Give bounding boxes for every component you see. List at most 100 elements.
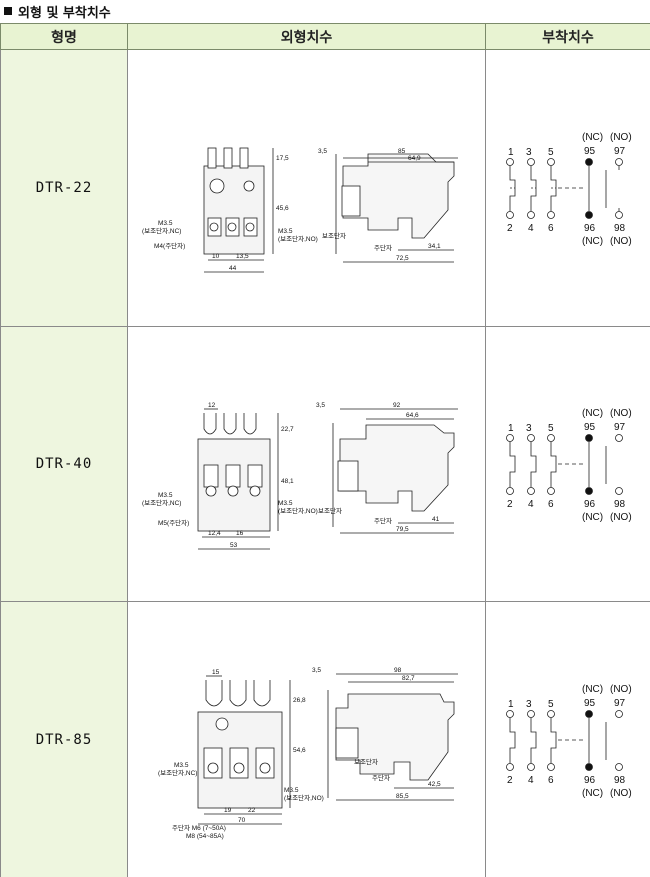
terminal-3-label: 3: [526, 147, 532, 158]
label-main-terminal: 주단자 M6 (7~50A): [172, 823, 226, 832]
table-header-row: 형명 외형치수 부착치수: [0, 23, 650, 50]
dim-base-2: 85,5: [396, 793, 409, 800]
wiring-diagram: 1 3 5 (NC) (NO) 95 97: [506, 408, 632, 523]
label-aux-no-note: (보조단자,NO): [278, 234, 318, 243]
nc-bottom-label: (NC): [582, 512, 603, 523]
front-view: [197, 675, 291, 825]
aux-95-label: 95: [584, 146, 596, 157]
circuit-lines: [506, 710, 623, 771]
dim-length: 85: [398, 148, 406, 155]
dim-top: 22,7: [281, 426, 294, 433]
wiring-diagram-cell: 1 3 5 (NC) (NO) 95 97: [485, 601, 650, 877]
label-aux-no-note: (보조단자,NO): [284, 793, 324, 802]
dim-top: 17,5: [276, 155, 289, 162]
dim-inner: 64,6: [406, 412, 419, 419]
label-main-terminal-2: M8 (54~85A): [186, 833, 224, 840]
wiring-diagram-cell: 1 3 5 (NC) (NO) 95 97: [485, 326, 650, 602]
dim-inner: 64,9: [408, 155, 421, 162]
terminal-5-label: 5: [548, 147, 554, 158]
label-main-terminal: M5(주단자): [158, 518, 189, 527]
dim-offset: 3,5: [316, 402, 325, 409]
label-aux-nc-note: (보조단자,NC): [142, 498, 181, 507]
terminal-5-label: 5: [548, 423, 554, 434]
model-cell: DTR-85: [0, 601, 128, 877]
dim-offset: 3,5: [312, 667, 321, 674]
front-view: [203, 147, 274, 273]
dim-width: 44: [229, 265, 237, 272]
terminal-5-label: 5: [548, 699, 554, 710]
outline-drawing-cell: 12 22,7 48,1 M3.5 (보조단자,NC) M3.5 (보조단자,N…: [127, 326, 486, 602]
aux-98-label: 98: [614, 223, 626, 234]
terminal-1-label: 1: [508, 147, 514, 158]
circuit-lines: [506, 158, 623, 219]
dim-width: 70: [238, 817, 246, 824]
aux-95-label: 95: [584, 698, 596, 709]
dim-pitch-1: 10: [212, 253, 220, 260]
dimension-table: 형명 외형치수 부착치수 DTR-22: [0, 23, 650, 877]
terminal-4-label: 4: [528, 499, 534, 510]
dim-base-1: 41: [432, 516, 440, 523]
wiring-diagram-cell: 1 3 5 (NC) (NO) 95 97: [485, 49, 650, 327]
side-view: [327, 673, 458, 801]
terminal-2-label: 2: [507, 775, 513, 786]
model-cell: DTR-22: [0, 49, 128, 327]
outline-drawing: 15 26,8 54,6 M3.5 (보조단자,NC) M3.5 (보조단자,N…: [158, 667, 458, 840]
label-aux-nc: M3.5: [174, 762, 189, 769]
aux-96-label: 96: [584, 499, 596, 510]
dim-width: 53: [230, 542, 238, 549]
terminal-6-label: 6: [548, 223, 554, 234]
dim-length: 98: [394, 667, 402, 674]
terminal-3-label: 3: [526, 423, 532, 434]
label-aux-no: M3.5: [284, 787, 299, 794]
nc-top-label: (NC): [582, 132, 603, 143]
label-aux-nc: M3.5: [158, 220, 173, 227]
dim-pitch-2: 13,5: [236, 253, 249, 260]
label-aux-side: 보조단자: [354, 757, 378, 766]
aux-96-label: 96: [584, 775, 596, 786]
aux-98-label: 98: [614, 499, 626, 510]
terminal-3-label: 3: [526, 699, 532, 710]
label-aux-no: M3.5: [278, 500, 293, 507]
front-view: [197, 408, 279, 550]
dim-height: 54,6: [293, 747, 306, 754]
no-bottom-label: (NO): [610, 512, 632, 523]
terminal-4-label: 4: [528, 223, 534, 234]
nc-bottom-label: (NC): [582, 236, 603, 247]
table-row: DTR-22 17,5: [0, 49, 650, 327]
dim-top: 26,8: [293, 697, 306, 704]
aux-96-label: 96: [584, 223, 596, 234]
label-main-side: 주단자: [374, 516, 392, 525]
section-heading: 외형 및 부착치수: [4, 1, 111, 21]
wiring-diagram: 1 3 5 (NC) (NO) 95 97: [506, 132, 632, 247]
label-main-side: 주단자: [374, 243, 392, 252]
dim-base-2: 72,5: [396, 255, 409, 262]
aux-95-label: 95: [584, 422, 596, 433]
dim-offset: 3,5: [318, 148, 327, 155]
label-main-terminal: M4(주단자): [154, 241, 185, 250]
label-aux-side: 보조단자: [322, 231, 346, 240]
wiring-diagram: 1 3 5 (NC) (NO) 95 97: [506, 684, 632, 799]
dim-inner: 82,7: [402, 675, 415, 682]
dim-length: 92: [393, 402, 401, 409]
terminal-6-label: 6: [548, 499, 554, 510]
label-main-side: 주단자: [372, 773, 390, 782]
outline-drawing-cell: 15 26,8 54,6 M3.5 (보조단자,NC) M3.5 (보조단자,N…: [127, 601, 486, 877]
dim-height: 45,6: [276, 205, 289, 212]
dim-pitch-2: 22: [248, 807, 256, 814]
side-view: [332, 408, 458, 534]
aux-98-label: 98: [614, 775, 626, 786]
label-aux-nc-note: (보조단자,NC): [142, 226, 181, 235]
header-outline: 외형치수: [127, 23, 486, 50]
aux-97-label: 97: [614, 146, 626, 157]
nc-bottom-label: (NC): [582, 788, 603, 799]
dim-base-1: 42,5: [428, 781, 441, 788]
label-aux-side: 보조단자: [318, 506, 342, 515]
dim-lug: 12: [208, 402, 216, 409]
label-aux-no: M3.5: [278, 228, 293, 235]
label-aux-nc-note: (보조단자,NC): [158, 768, 197, 777]
model-cell: DTR-40: [0, 326, 128, 602]
section-title: 외형 및 부착치수: [18, 5, 111, 21]
no-top-label: (NO): [610, 132, 632, 143]
outline-drawing-cell: 17,5 45,6 M3.5 (보조단자,NC) M3.5 (보조단자,NO) …: [127, 49, 486, 327]
aux-97-label: 97: [614, 422, 626, 433]
